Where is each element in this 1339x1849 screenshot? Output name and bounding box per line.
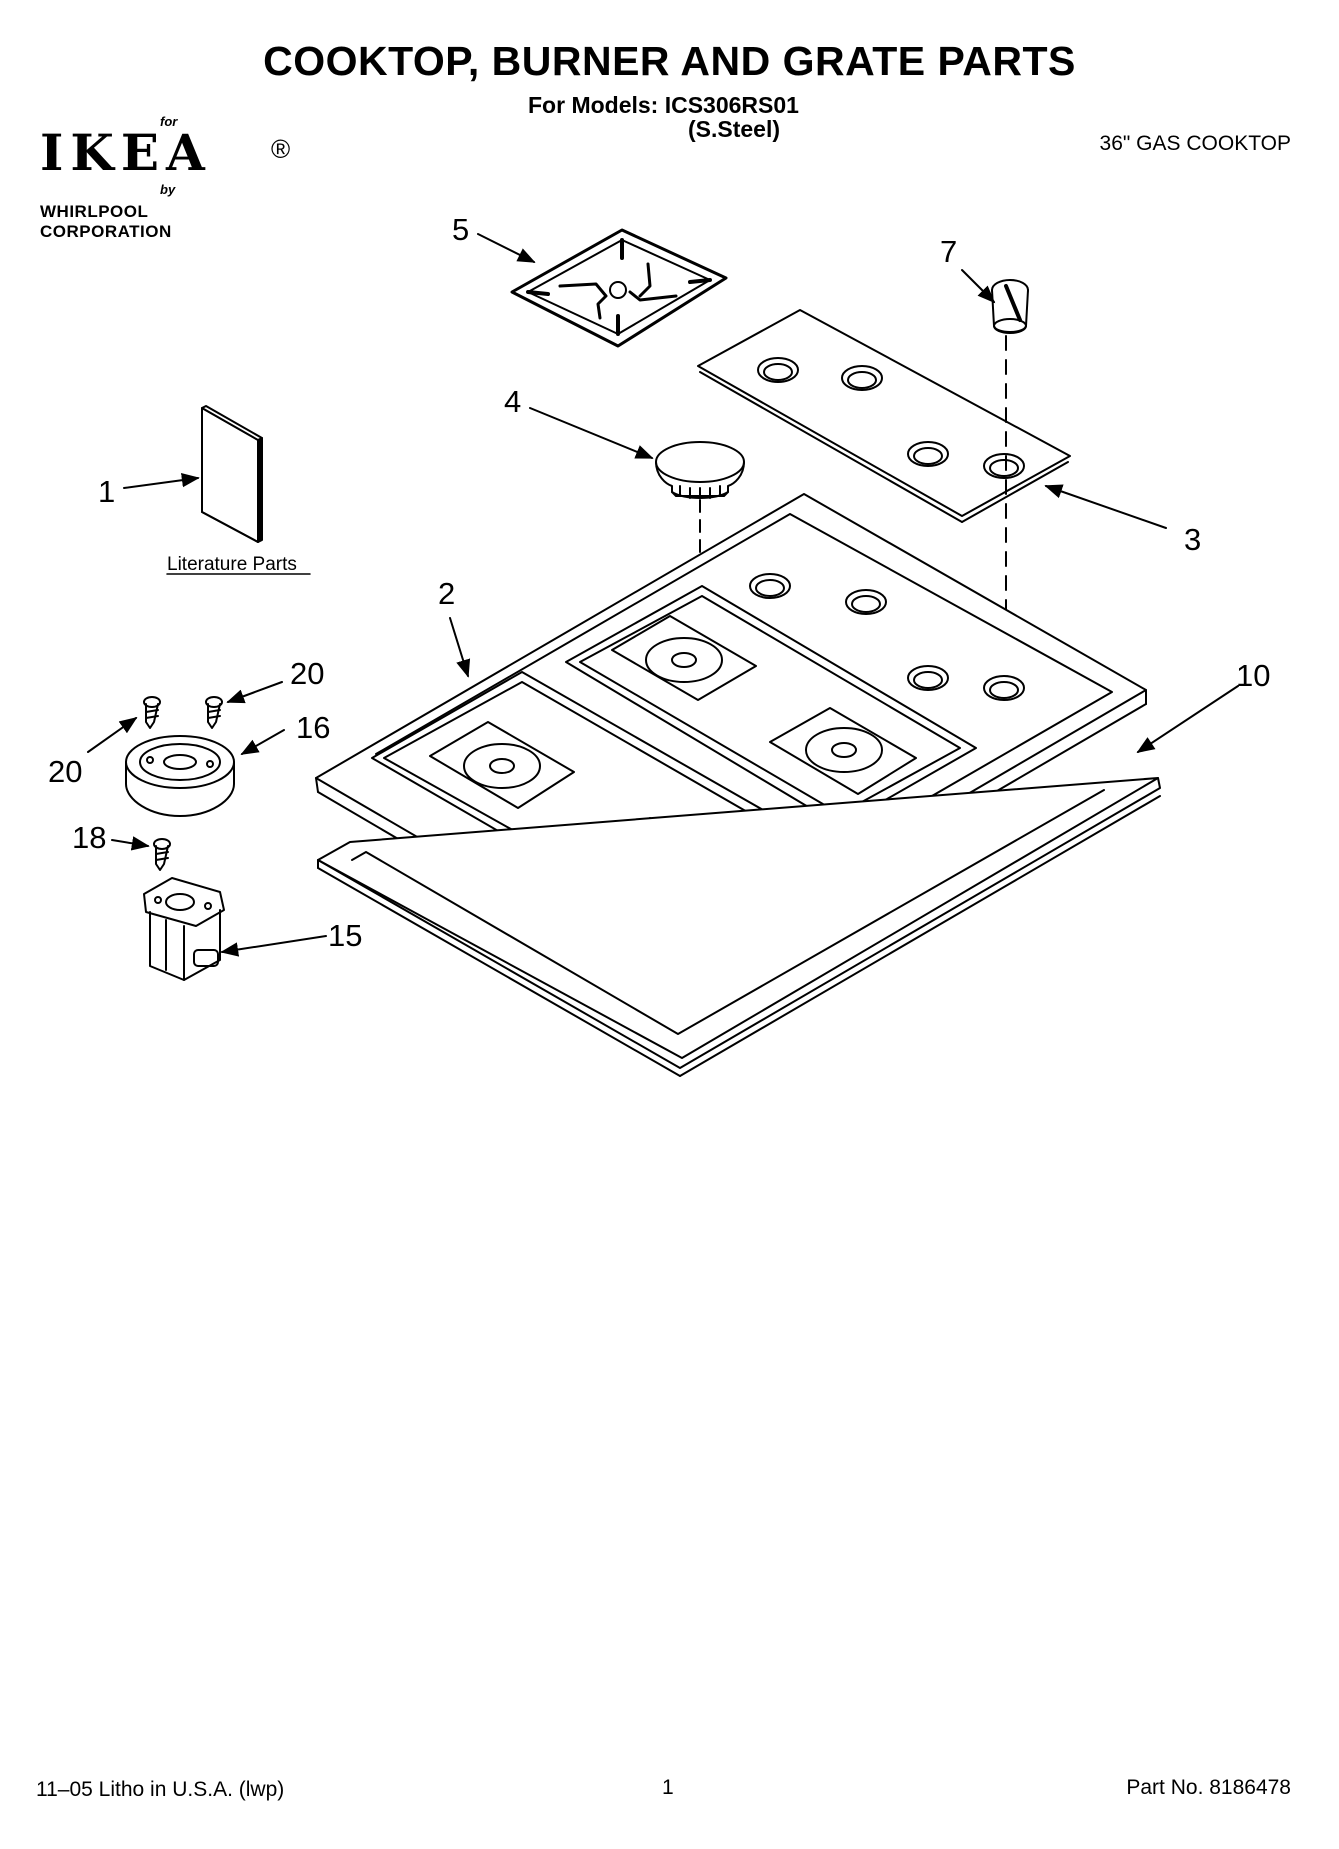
logo-by-text: by — [160, 182, 176, 197]
callout-2: 2 — [438, 576, 455, 611]
callout-5: 5 — [452, 212, 469, 247]
callout-15: 15 — [328, 918, 362, 953]
page-number: 1 — [662, 1776, 674, 1799]
burner-base — [125, 735, 235, 817]
cooktop-gasket — [317, 777, 1161, 1077]
literature-packet — [201, 405, 263, 543]
control-panel-overlay — [697, 309, 1071, 523]
logo-corporation: WHIRLPOOL CORPORATION — [40, 202, 172, 241]
callout-10: 10 — [1236, 658, 1270, 693]
screw-18 — [153, 838, 171, 871]
burner-bracket — [143, 877, 225, 981]
callout-16: 16 — [296, 710, 330, 745]
callout-7: 7 — [940, 234, 957, 269]
screw-left — [143, 696, 161, 729]
burner-head-rear-left — [611, 615, 757, 701]
literature-parts-label: Literature Parts — [167, 554, 297, 575]
part-number: Part No. 8186478 — [1126, 1776, 1291, 1799]
logo-for-text: for — [160, 114, 178, 129]
callout-20-right: 20 — [290, 656, 324, 691]
callout-20-left: 20 — [48, 754, 82, 789]
leader-lines — [87, 233, 1239, 957]
models-line: For Models: ICS306RS01 — [528, 92, 799, 118]
callout-4: 4 — [504, 384, 521, 419]
burner-cap — [655, 441, 745, 561]
logo-wordmark: IKEA — [40, 123, 212, 182]
page-title: COOKTOP, BURNER AND GRATE PARTS — [263, 38, 1076, 84]
product-name: 36" GAS COOKTOP — [1099, 132, 1291, 155]
callout-18: 18 — [72, 820, 106, 855]
control-knob — [991, 279, 1029, 681]
burner-grate — [510, 228, 728, 348]
callout-3: 3 — [1184, 522, 1201, 557]
callout-1: 1 — [98, 474, 115, 509]
litho-note: 11–05 Litho in U.S.A. (lwp) — [36, 1778, 285, 1801]
model-variant: (S.Steel) — [688, 116, 781, 142]
registered-mark: ® — [271, 134, 291, 164]
screw-right — [205, 696, 223, 729]
burner-head-front-left — [429, 721, 575, 809]
burner-head-rear-right — [769, 707, 917, 795]
callout-numbers: 1 2 3 4 5 7 10 15 16 18 20 20 — [48, 212, 1270, 953]
